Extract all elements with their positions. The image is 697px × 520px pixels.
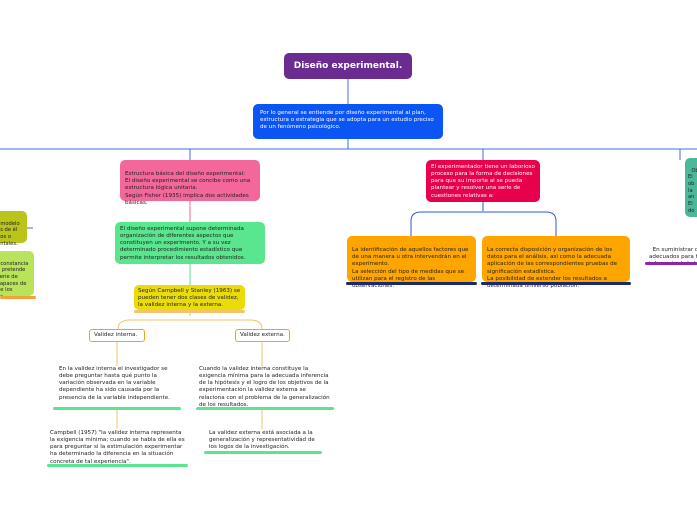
experimentador-text: El experimentador tiene un laborioso pro… <box>431 164 535 199</box>
factors-node[interactable]: La identificación de aquellos factores q… <box>347 236 476 289</box>
externa-text-underline <box>196 407 334 410</box>
interna-text-node[interactable]: En la validez interna el investigador se… <box>57 366 179 402</box>
data-node[interactable]: La correcta disposición y organización d… <box>482 236 630 289</box>
externa-text: Cuando la validez interna constituye la … <box>199 366 330 408</box>
validez-interna-node[interactable]: Validez interna. <box>89 329 145 342</box>
right-text-underline <box>645 262 697 265</box>
organization-node[interactable]: El diseño experimental supone determinad… <box>115 222 265 264</box>
interna-quote-underline <box>47 464 188 467</box>
left-lime-node[interactable]: constancia e pretende serie de capaces d… <box>0 251 34 300</box>
externa-quote-node[interactable]: La validez externa está asociada a la ge… <box>207 430 319 451</box>
externa-text-node[interactable]: Cuando la validez interna constituye la … <box>197 366 333 409</box>
left-lime-text: constancia e pretende serie de capaces d… <box>0 260 29 300</box>
left-yellow-node[interactable]: modelo és de él dos o entales. <box>0 211 27 247</box>
interna-quote: Campbell (1957) "la validez interna repr… <box>50 430 185 465</box>
factors-text: La identificación de aquellos factores q… <box>352 247 469 289</box>
organization-text: El diseño experimental supone determinad… <box>120 226 246 261</box>
validez-externa-node[interactable]: Validez externa. <box>235 329 290 342</box>
experimentador-node[interactable]: El experimentador tiene un laborioso pro… <box>426 160 540 202</box>
right-teal-node[interactable]: Ob El ob la an El do <box>685 158 697 217</box>
structure-text: Estructura básica del diseño experimenta… <box>125 171 251 206</box>
root-title: Diseño experimental. <box>293 61 403 71</box>
validez-interna-label: Validez interna. <box>94 332 138 338</box>
validez-externa-label: Validez externa. <box>240 332 285 338</box>
structure-node[interactable]: Estructura básica del diseño experimenta… <box>120 160 260 206</box>
interna-quote-node[interactable]: Campbell (1957) "la validez interna repr… <box>48 430 188 466</box>
campbell-node[interactable]: Según Campbell y Stanley (1963) se puede… <box>134 285 245 310</box>
campbell-text: Según Campbell y Stanley (1963) se puede… <box>138 288 241 309</box>
left-yellow-text: modelo és de él dos o entales. <box>0 220 20 247</box>
factors-underline <box>346 282 477 285</box>
intro-text: Por lo general se entiende por diseño ex… <box>260 110 434 131</box>
interna-text-underline <box>53 407 181 410</box>
root-node[interactable]: Diseño experimental. <box>284 53 412 79</box>
interna-text: En la validez interna el investigador se… <box>59 366 170 401</box>
intro-node[interactable]: Por lo general se entiende por diseño ex… <box>253 104 443 139</box>
data-text: La correcta disposición y organización d… <box>487 247 618 289</box>
externa-quote: La validez externa está asociada a la ge… <box>209 430 315 451</box>
data-underline <box>481 282 631 285</box>
right-teal-text: Ob El ob la an El do <box>688 167 697 214</box>
link-experimentador-split <box>410 202 557 236</box>
externa-quote-underline <box>204 451 322 454</box>
campbell-underline <box>134 310 245 313</box>
left-lime-underline <box>0 296 36 299</box>
